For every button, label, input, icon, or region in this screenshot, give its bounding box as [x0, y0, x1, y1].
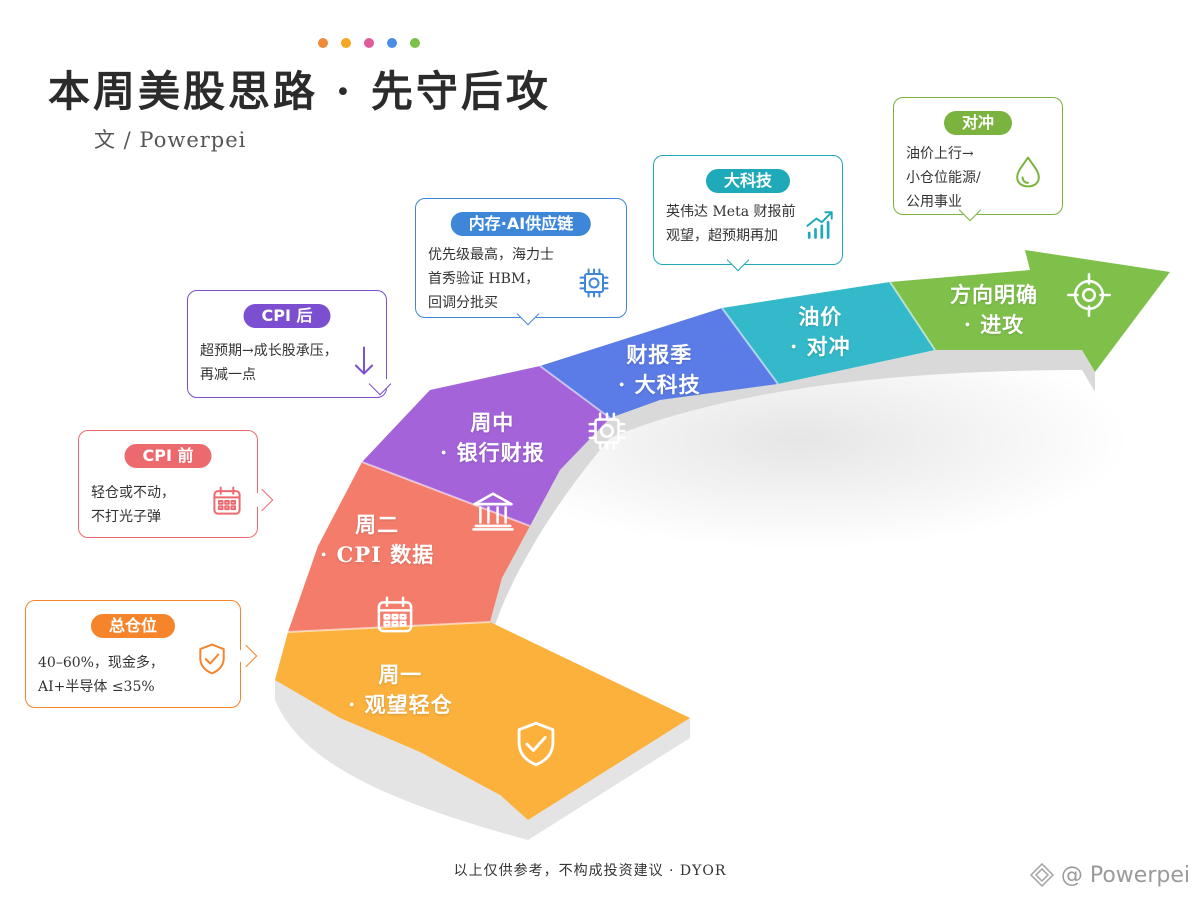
segment-label-3: 周中 · 银行财报: [440, 410, 545, 465]
segment-label-4: 财报季 · 大科技: [618, 342, 701, 397]
callout-text-hedge: 油价上行→ 小仓位能源/ 公用事业: [906, 146, 981, 210]
arrow-segment-2: [288, 462, 530, 632]
decorative-dot-1: [318, 38, 328, 48]
callout-text-position: 40–60%，现金多， AI+半导体 ≤35%: [38, 655, 164, 695]
callout-badge-hedge: 对冲: [943, 111, 1013, 135]
arrow-segment-4: [540, 308, 778, 418]
segment-label-5: 油价 · 对冲: [790, 304, 851, 359]
segment-divider-5: [889, 281, 936, 351]
decorative-dot-2: [341, 38, 351, 48]
arrow-side-face-2: [490, 350, 1095, 642]
decorative-dots: [318, 38, 420, 48]
target-icon: [1066, 272, 1112, 322]
watermark-text: @ Powerpei: [1060, 862, 1190, 888]
callout-card-hedge: 对冲油价上行→ 小仓位能源/ 公用事业: [893, 97, 1063, 215]
callout-card-position: 总仓位 40–60%，现金多， AI+半导体 ≤35%: [25, 600, 241, 708]
callout-card-big-tech: 大科技英伟达 Meta 财报前 观望，超预期再加: [653, 155, 843, 265]
disclaimer: 以上仅供参考，不构成投资建议 · DYOR: [453, 863, 727, 879]
shield-check-icon: [510, 718, 562, 774]
decorative-dot-4: [387, 38, 397, 48]
author-line: 文 / Powerpei: [94, 128, 247, 152]
drop-icon: [1010, 154, 1046, 194]
callout-badge-position: 总仓位: [90, 614, 176, 638]
watermark: @ Powerpei: [1029, 862, 1190, 888]
segment-divider-1: [287, 621, 491, 633]
calendar-icon: [209, 483, 245, 523]
page-title: 本周美股思路 · 先守后攻: [48, 67, 551, 116]
callout-badge-cpi-after: CPI 后: [243, 304, 331, 328]
arrow-segment-1: [275, 622, 690, 820]
callout-text-memory-ai: 优先级最高，海力士 首秀验证 HBM， 回调分批买: [428, 247, 554, 311]
decorative-dot-5: [410, 38, 420, 48]
arrow-segment-6: [890, 250, 1170, 372]
arrow-down-icon: [346, 343, 382, 383]
arrow-segment-3: [362, 366, 610, 526]
chart-up-icon: [802, 206, 838, 246]
bank-icon: [470, 488, 516, 538]
callout-badge-big-tech: 大科技: [705, 169, 791, 193]
chip-icon: [584, 408, 630, 458]
segment-label-2: 周二 · CPI 数据: [320, 512, 435, 567]
shield-check-icon: [194, 641, 230, 681]
chip-icon: [576, 265, 612, 305]
callout-badge-cpi-before: CPI 前: [124, 444, 212, 468]
callout-text-big-tech: 英伟达 Meta 财报前 观望，超预期再加: [666, 204, 796, 244]
arrow-segment-5: [722, 282, 935, 384]
logo-icon: [1029, 862, 1055, 888]
segment-label-6: 方向明确 · 进攻: [950, 282, 1038, 337]
segment-label-1: 周一 · 观望轻仓: [348, 662, 453, 717]
callout-text-cpi-after: 超预期→成长股承压， 再减一点: [200, 343, 338, 383]
segment-divider-4: [721, 307, 779, 385]
segment-divider-2: [361, 461, 531, 527]
segment-divider-3: [539, 365, 611, 419]
calendar-icon: [372, 592, 418, 642]
callout-card-cpi-before: CPI 前轻仓或不动， 不打光子弹: [78, 430, 258, 538]
arrow-side-face-1: [275, 680, 690, 840]
callout-card-memory-ai: 内存·AI供应链优先级最高，海力士 首秀验证 HBM， 回调分批买: [415, 198, 627, 318]
decorative-dot-3: [364, 38, 374, 48]
callout-badge-memory-ai: 内存·AI供应链: [450, 212, 592, 236]
callout-text-cpi-before: 轻仓或不动， 不打光子弹: [91, 485, 175, 525]
callout-card-cpi-after: CPI 后超预期→成长股承压， 再减一点: [187, 290, 387, 398]
